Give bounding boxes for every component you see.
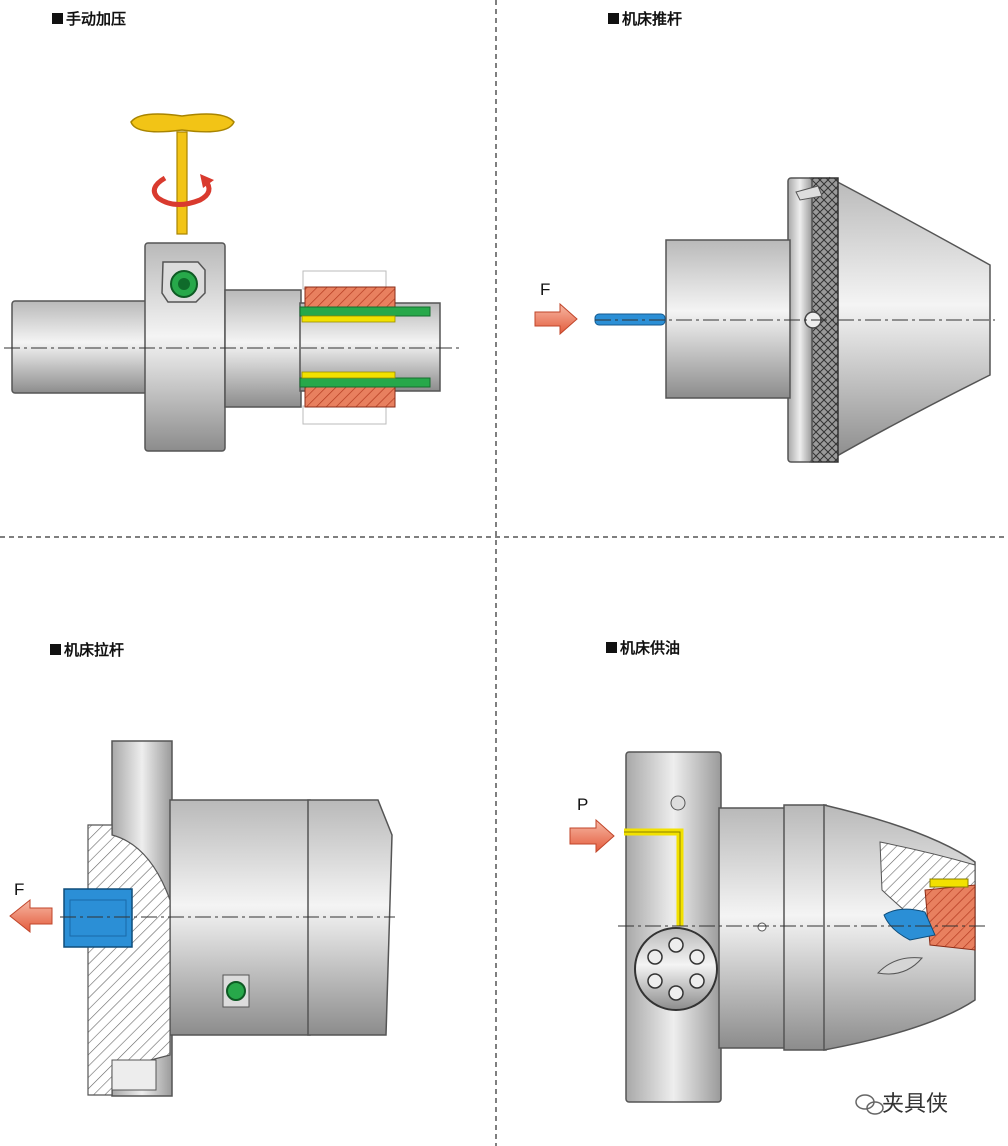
bolt-icon-group [647, 937, 705, 1001]
pull-rod-thread [69, 899, 127, 937]
hex-socket [178, 278, 190, 290]
workpiece-bottom [304, 386, 396, 408]
sleeve-bottom [299, 377, 431, 388]
panel-title-oil-supply: 机床供油 [606, 637, 680, 658]
pull-rod [63, 888, 133, 948]
sleeve-top [299, 306, 431, 317]
pull-force-arrow-icon [9, 898, 53, 934]
oil-chamber [929, 878, 969, 888]
bullet-square-icon [50, 644, 61, 655]
bore-lower [111, 1059, 157, 1091]
bolt-flange [634, 927, 718, 1011]
taper-cone [829, 176, 991, 462]
t-handle-bar [130, 113, 235, 133]
panel-title-push-rod: 机床推杆 [608, 8, 682, 29]
force-label-pull: F [14, 880, 25, 899]
body-cylinder [665, 239, 791, 399]
bullet-square-icon [52, 13, 63, 24]
rotation-arrow-icon [151, 175, 212, 207]
workpiece-top [304, 286, 396, 308]
bullet-square-icon [608, 13, 619, 24]
port-hole [670, 795, 686, 811]
draw-bar-drawing [9, 740, 395, 1097]
pressure-label: P [577, 795, 589, 814]
t-handle-stem [176, 131, 188, 235]
left-shaft [11, 300, 149, 394]
watermark-text: 夹具侠 [882, 1092, 949, 1117]
part-outline-bottom [302, 405, 387, 425]
collar [783, 804, 827, 1051]
wechat-icon [855, 1094, 884, 1115]
set-screw-icon [226, 981, 246, 1001]
push-force-arrow-icon [534, 302, 578, 336]
force-label-push: F [540, 280, 551, 299]
piston-section [924, 884, 976, 951]
bullet-square-icon [606, 642, 617, 653]
panel-title-manual: 手动加压 [52, 8, 126, 29]
oil-supply-drawing [569, 751, 985, 1103]
part-outline-top [302, 270, 387, 290]
oil-line-edge [624, 831, 681, 926]
body [718, 807, 790, 1049]
vent-slot [877, 957, 923, 975]
key-slot [795, 185, 823, 201]
pressure-arrow-icon [569, 818, 615, 854]
panel-title-draw-bar: 机床拉杆 [50, 639, 124, 660]
oil-pocket [883, 908, 936, 941]
push-rod-drawing [534, 176, 995, 463]
bleed-hole [757, 922, 767, 932]
manual-clamp-drawing [4, 113, 460, 452]
watermark: 夹具侠 [882, 1086, 948, 1118]
rotation-arrow-head [200, 174, 214, 188]
slot-top [301, 315, 396, 323]
slot-bottom [301, 371, 396, 379]
